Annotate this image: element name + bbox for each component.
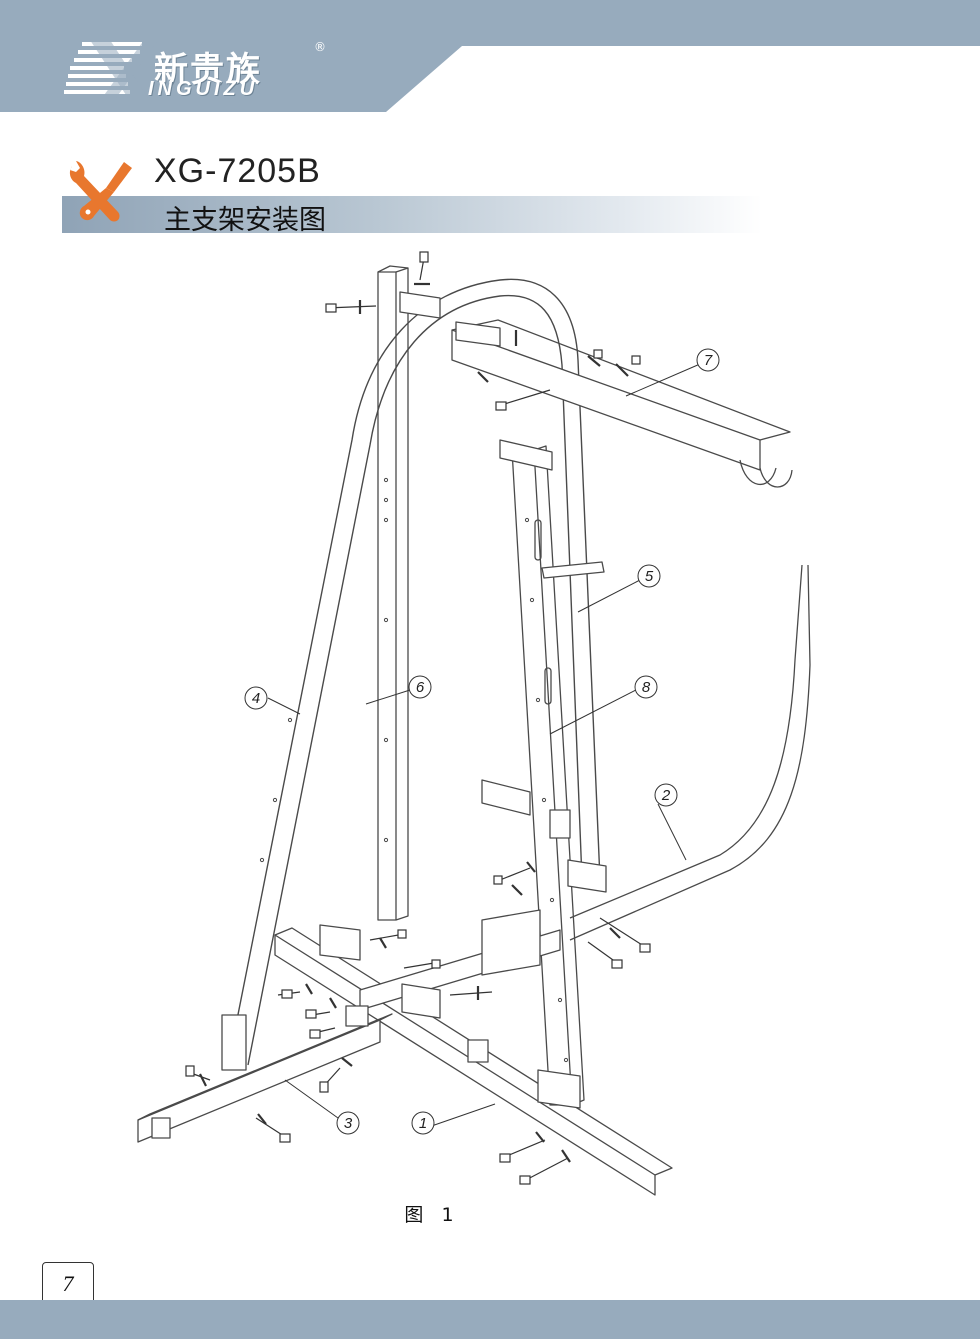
brand-name-cn: 新贵族 bbox=[154, 50, 262, 90]
assembly-diagram: 1 2 3 4 5 6 7 8 bbox=[137, 251, 811, 1196]
part-number-2: 2 bbox=[661, 787, 671, 804]
part-number-7: 7 bbox=[704, 352, 713, 369]
figure-caption: 图 1 bbox=[404, 1204, 460, 1226]
section-title: 主支架安装图 bbox=[164, 205, 326, 236]
part-number-4: 4 bbox=[252, 690, 260, 707]
brand-logo: 新贵族 ® INGUIZU bbox=[62, 38, 342, 104]
part-number-5: 5 bbox=[645, 568, 654, 585]
part-callout: 7 bbox=[696, 348, 720, 372]
part-callout: 2 bbox=[654, 783, 678, 807]
footer-band bbox=[0, 1300, 980, 1339]
part-number-3: 3 bbox=[344, 1115, 353, 1132]
part-number-6: 6 bbox=[416, 679, 425, 696]
registered-mark: ® bbox=[314, 40, 326, 54]
part-number-8: 8 bbox=[642, 679, 651, 696]
model-code: XG-7205B bbox=[154, 152, 321, 190]
part-callout: 4 bbox=[244, 686, 268, 710]
part-callout: 1 bbox=[411, 1111, 435, 1135]
title-bar bbox=[62, 196, 762, 233]
part-callout: 6 bbox=[408, 675, 432, 699]
brand-name-en: INGUIZU bbox=[148, 78, 259, 100]
title-area: XG-7205B 主支架安装图 bbox=[62, 150, 762, 240]
page-number: 7 bbox=[62, 1271, 74, 1296]
wrench-screwdriver-icon bbox=[69, 161, 132, 222]
part-callout: 5 bbox=[637, 564, 661, 588]
part-callout: 3 bbox=[336, 1111, 360, 1135]
x-logo-icon bbox=[64, 40, 158, 98]
header-band bbox=[0, 0, 980, 112]
part-callout: 8 bbox=[634, 675, 658, 699]
part-number-1: 1 bbox=[419, 1115, 427, 1132]
